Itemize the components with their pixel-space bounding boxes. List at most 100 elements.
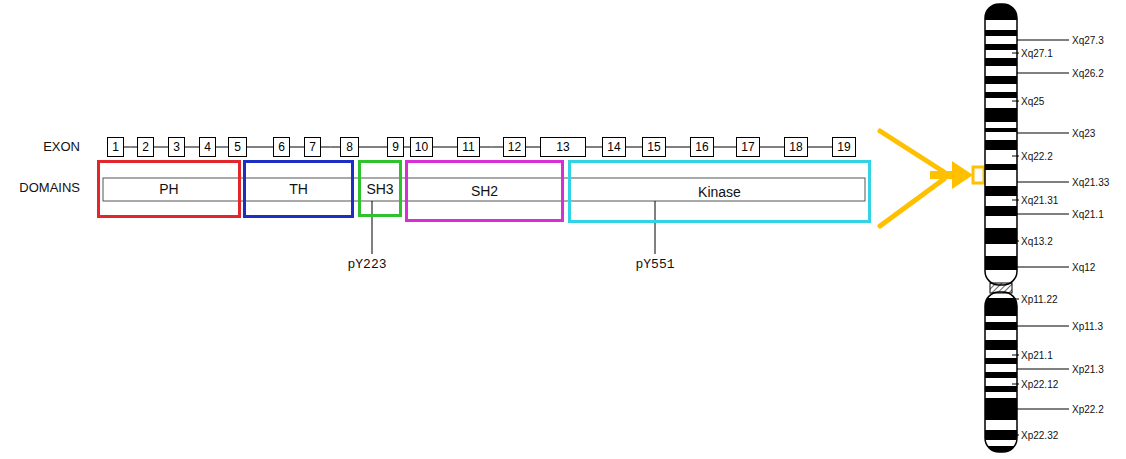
exon-number: 19 — [837, 141, 850, 153]
exon-number: 3 — [173, 141, 180, 153]
dark-band — [985, 340, 1017, 350]
exon-link — [247, 147, 273, 148]
dark-band — [985, 4, 1017, 20]
exon-number: 12 — [508, 141, 521, 153]
band-leader — [1012, 299, 1019, 300]
band-leader — [1012, 101, 1019, 102]
dark-band — [985, 128, 1017, 132]
phospho-site: pY551 — [635, 258, 674, 272]
exon-number: 14 — [607, 141, 620, 153]
dark-band — [985, 140, 1017, 150]
band-label: Xq27.1 — [1021, 48, 1053, 59]
dark-band — [985, 206, 1017, 216]
locator-arrowhead — [952, 161, 973, 189]
locus-bracket — [973, 167, 984, 183]
band-label: Xp21.1 — [1021, 350, 1053, 361]
domain-box: Kinase — [568, 160, 871, 223]
band-label: Xp22.32 — [1021, 430, 1058, 441]
exon-number: 2 — [142, 141, 149, 153]
dark-band — [985, 358, 1017, 364]
exon-link — [433, 147, 457, 148]
dark-band — [985, 256, 1017, 270]
exon-number: 15 — [647, 141, 660, 153]
chromosome-arm — [985, 4, 1017, 285]
band-label: Xq23 — [1072, 128, 1095, 139]
band-leader — [1017, 214, 1069, 215]
exon-box: 2 — [137, 137, 154, 157]
band-label: Xp22.2 — [1072, 404, 1104, 415]
exon-number: 13 — [556, 141, 569, 153]
dark-band — [985, 44, 1017, 50]
band-label: Xq22.2 — [1021, 151, 1053, 162]
exon-link — [526, 147, 540, 148]
exon-link — [714, 147, 736, 148]
band-label: Xp22.12 — [1021, 379, 1058, 390]
dark-band — [985, 108, 1017, 122]
band-label: Xp11.3 — [1072, 321, 1103, 332]
domain-name: Kinase — [698, 185, 741, 199]
domain-name: SH2 — [471, 184, 498, 198]
exon-link — [321, 147, 340, 148]
exon-box: 6 — [273, 137, 290, 157]
band-leader — [1012, 156, 1019, 157]
chromosome-arm — [985, 292, 1017, 452]
exon-link — [290, 147, 304, 148]
exon-box: 9 — [387, 137, 404, 157]
band-leader — [1012, 355, 1019, 356]
exon-number: 4 — [204, 141, 211, 153]
exon-link — [154, 147, 168, 148]
band-leader — [1017, 40, 1069, 41]
exon-number: 1 — [112, 141, 119, 153]
band-label: Xp11.22 — [1021, 294, 1058, 305]
row-label: EXON — [43, 140, 80, 154]
site-leader — [372, 201, 373, 254]
protein-bar — [103, 178, 865, 201]
exon-box: 7 — [304, 137, 321, 157]
domain-box: SH2 — [405, 160, 564, 222]
dark-band — [985, 76, 1017, 84]
domain-box: SH3 — [358, 160, 402, 217]
dark-band — [985, 322, 1017, 330]
dark-band — [985, 92, 1017, 98]
band-label: Xq26.2 — [1072, 68, 1104, 79]
exon-box: 18 — [784, 137, 808, 157]
exon-link — [480, 147, 503, 148]
exon-link — [185, 147, 199, 148]
band-label: Xq12 — [1072, 262, 1095, 273]
exon-number: 5 — [234, 141, 241, 153]
domain-name: SH3 — [366, 182, 393, 196]
exon-link — [359, 147, 387, 148]
dark-band — [985, 398, 1017, 420]
dark-band — [985, 58, 1017, 66]
domain-box: PH — [97, 160, 241, 218]
band-leader — [1012, 241, 1019, 242]
exon-number: 7 — [309, 141, 316, 153]
locator-arrow — [880, 131, 944, 172]
band-leader — [1012, 384, 1019, 385]
dark-band — [985, 372, 1017, 378]
exon-link — [666, 147, 690, 148]
exon-box: 13 — [540, 137, 586, 157]
band-leader — [1012, 200, 1019, 201]
dark-band — [985, 164, 1017, 170]
band-leader — [1017, 409, 1069, 410]
exon-number: 18 — [789, 141, 802, 153]
band-label: Xq21.31 — [1021, 195, 1058, 206]
band-label: Xq13.2 — [1021, 236, 1053, 247]
chromosome-bands — [985, 0, 1017, 459]
exon-number: 6 — [278, 141, 285, 153]
phospho-site: pY223 — [347, 258, 386, 272]
domain-box: TH — [243, 160, 354, 218]
dark-band — [985, 186, 1017, 196]
chromosome-ground — [985, 0, 1017, 459]
exon-box: 3 — [168, 137, 185, 157]
band-leader — [1017, 369, 1069, 370]
locator-arrow — [880, 179, 944, 226]
dark-band — [985, 298, 1017, 316]
band-leader — [1012, 53, 1019, 54]
exon-number: 8 — [346, 141, 353, 153]
